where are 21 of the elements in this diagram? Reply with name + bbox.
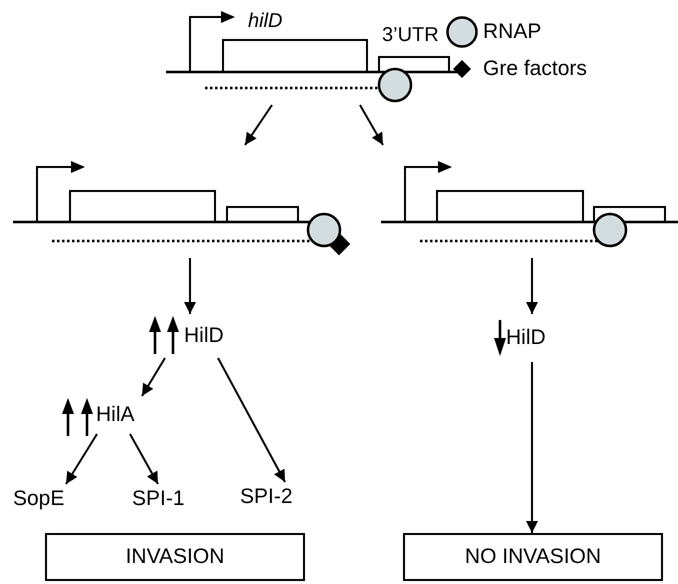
arrow: [244, 104, 273, 146]
arrow: [217, 358, 286, 482]
arrow: [359, 104, 384, 146]
gene-label: 3’UTR: [382, 23, 439, 47]
legend-label: Gre factors: [483, 57, 587, 81]
arrow: [526, 362, 538, 533]
arrow: [65, 433, 98, 485]
outcome-box: INVASION: [45, 533, 305, 581]
arrow: [526, 258, 538, 314]
arrow: [141, 357, 166, 397]
arrow: [184, 258, 196, 314]
outcome-box: NO INVASION: [403, 533, 663, 581]
gene-product-label: HilD: [506, 326, 546, 350]
gene-product-label: SPI-1: [132, 487, 185, 511]
arrow: [129, 434, 159, 484]
legend-label: RNAP: [483, 20, 542, 44]
gene-label: hilD: [248, 9, 282, 33]
gene-product-label: SopE: [13, 487, 64, 511]
gene-product-label: HilA: [96, 403, 135, 427]
gene-product-label: SPI-2: [240, 485, 293, 509]
gene-product-label: HilD: [184, 324, 224, 348]
